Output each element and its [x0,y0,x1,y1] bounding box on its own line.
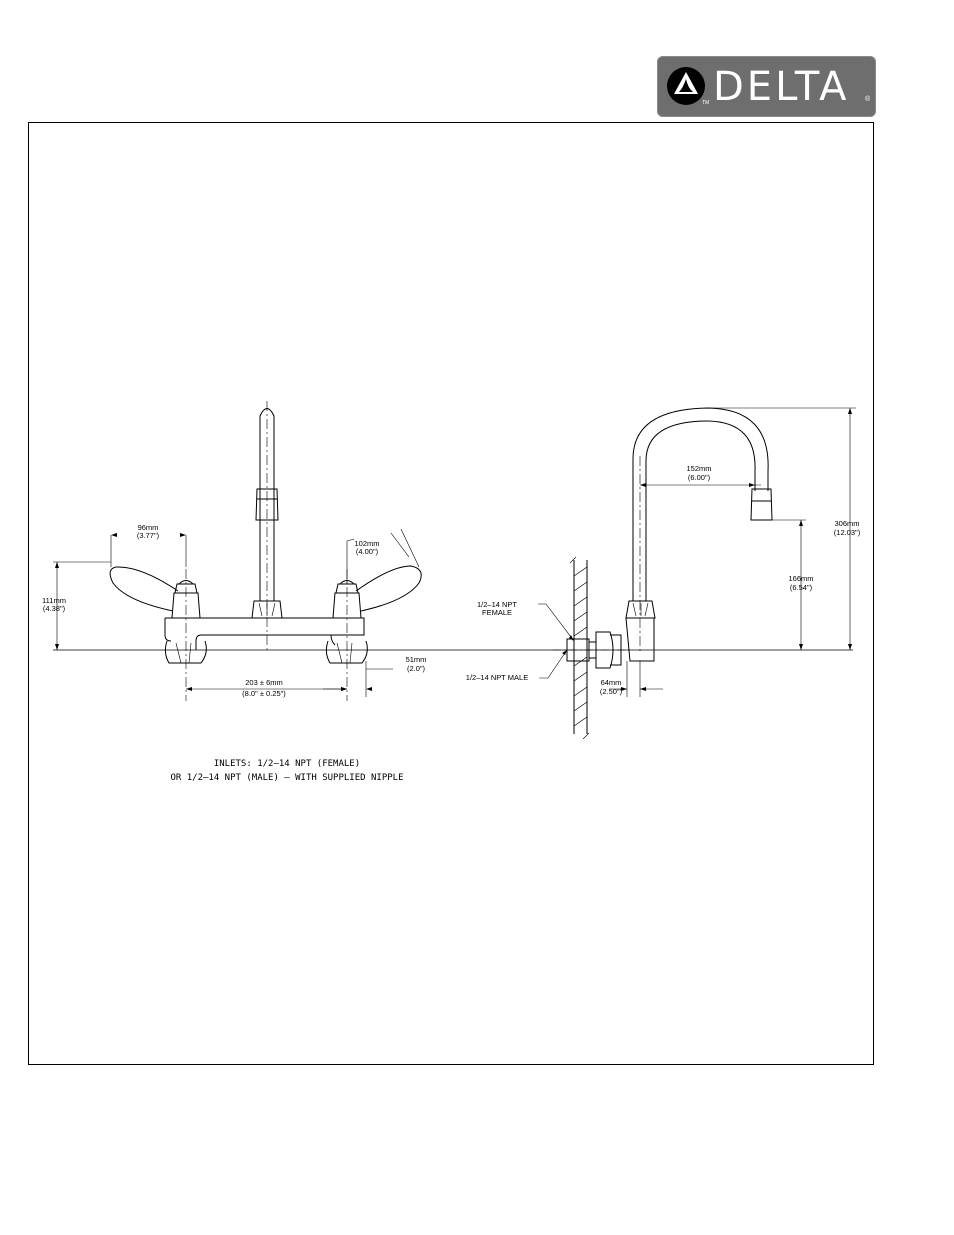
logo-trademark: TM [702,100,710,106]
drawing-frame: 96mm (3.77") 102mm (4.00") 111mm (4.38")… [28,122,874,1065]
dim-wall-depth-in: (2.50") [600,687,623,696]
label-npt-female-2: FEMALE [482,608,512,617]
dim-spout-clearance-mm: 166mm [788,574,813,583]
logo-wordmark: DELTA [713,64,850,110]
dim-handle-reach-mm: 96mm [138,523,159,532]
dim-centers-mm: 203 ± 6mm [245,678,282,687]
dim-height-in: (4.38") [43,604,66,613]
dim-inlet-spacing-in: (2.0") [407,664,426,673]
dim-spout-clearance-in: (6.54") [790,583,813,592]
dim-centers-in: (8.0" ± 0.25") [242,689,286,698]
dim-handle-len-in: (4.00") [356,547,379,556]
dim-handle-len-mm: 102mm [354,539,379,548]
label-npt-male: 1/2–14 NPT MALE [466,673,528,682]
note-inlets-line1: INLETS: 1/2–14 NPT (FEMALE) [214,759,360,769]
dim-spout-reach-mm: 152mm [686,464,711,473]
delta-triangle-icon [667,67,705,105]
dim-handle-reach-in: (3.77") [137,531,160,540]
dim-spout-reach-in: (6.00") [688,473,711,482]
dim-height-mm: 111mm [42,596,66,605]
dim-wall-depth-mm: 64mm [601,678,622,687]
label-npt-female-1: 1/2–14 NPT [477,600,517,609]
delta-logo: DELTA TM ® [657,56,876,117]
note-inlets-line2: OR 1/2–14 NPT (MALE) – WITH SUPPLIED NIP… [171,773,404,783]
dim-total-height-mm: 306mm [834,519,859,528]
dim-total-height-in: (12.03") [834,528,861,537]
technical-drawing: 96mm (3.77") 102mm (4.00") 111mm (4.38")… [42,401,861,783]
dim-inlet-spacing-mm: 51mm [406,655,427,664]
logo-registered: ® [865,96,871,103]
